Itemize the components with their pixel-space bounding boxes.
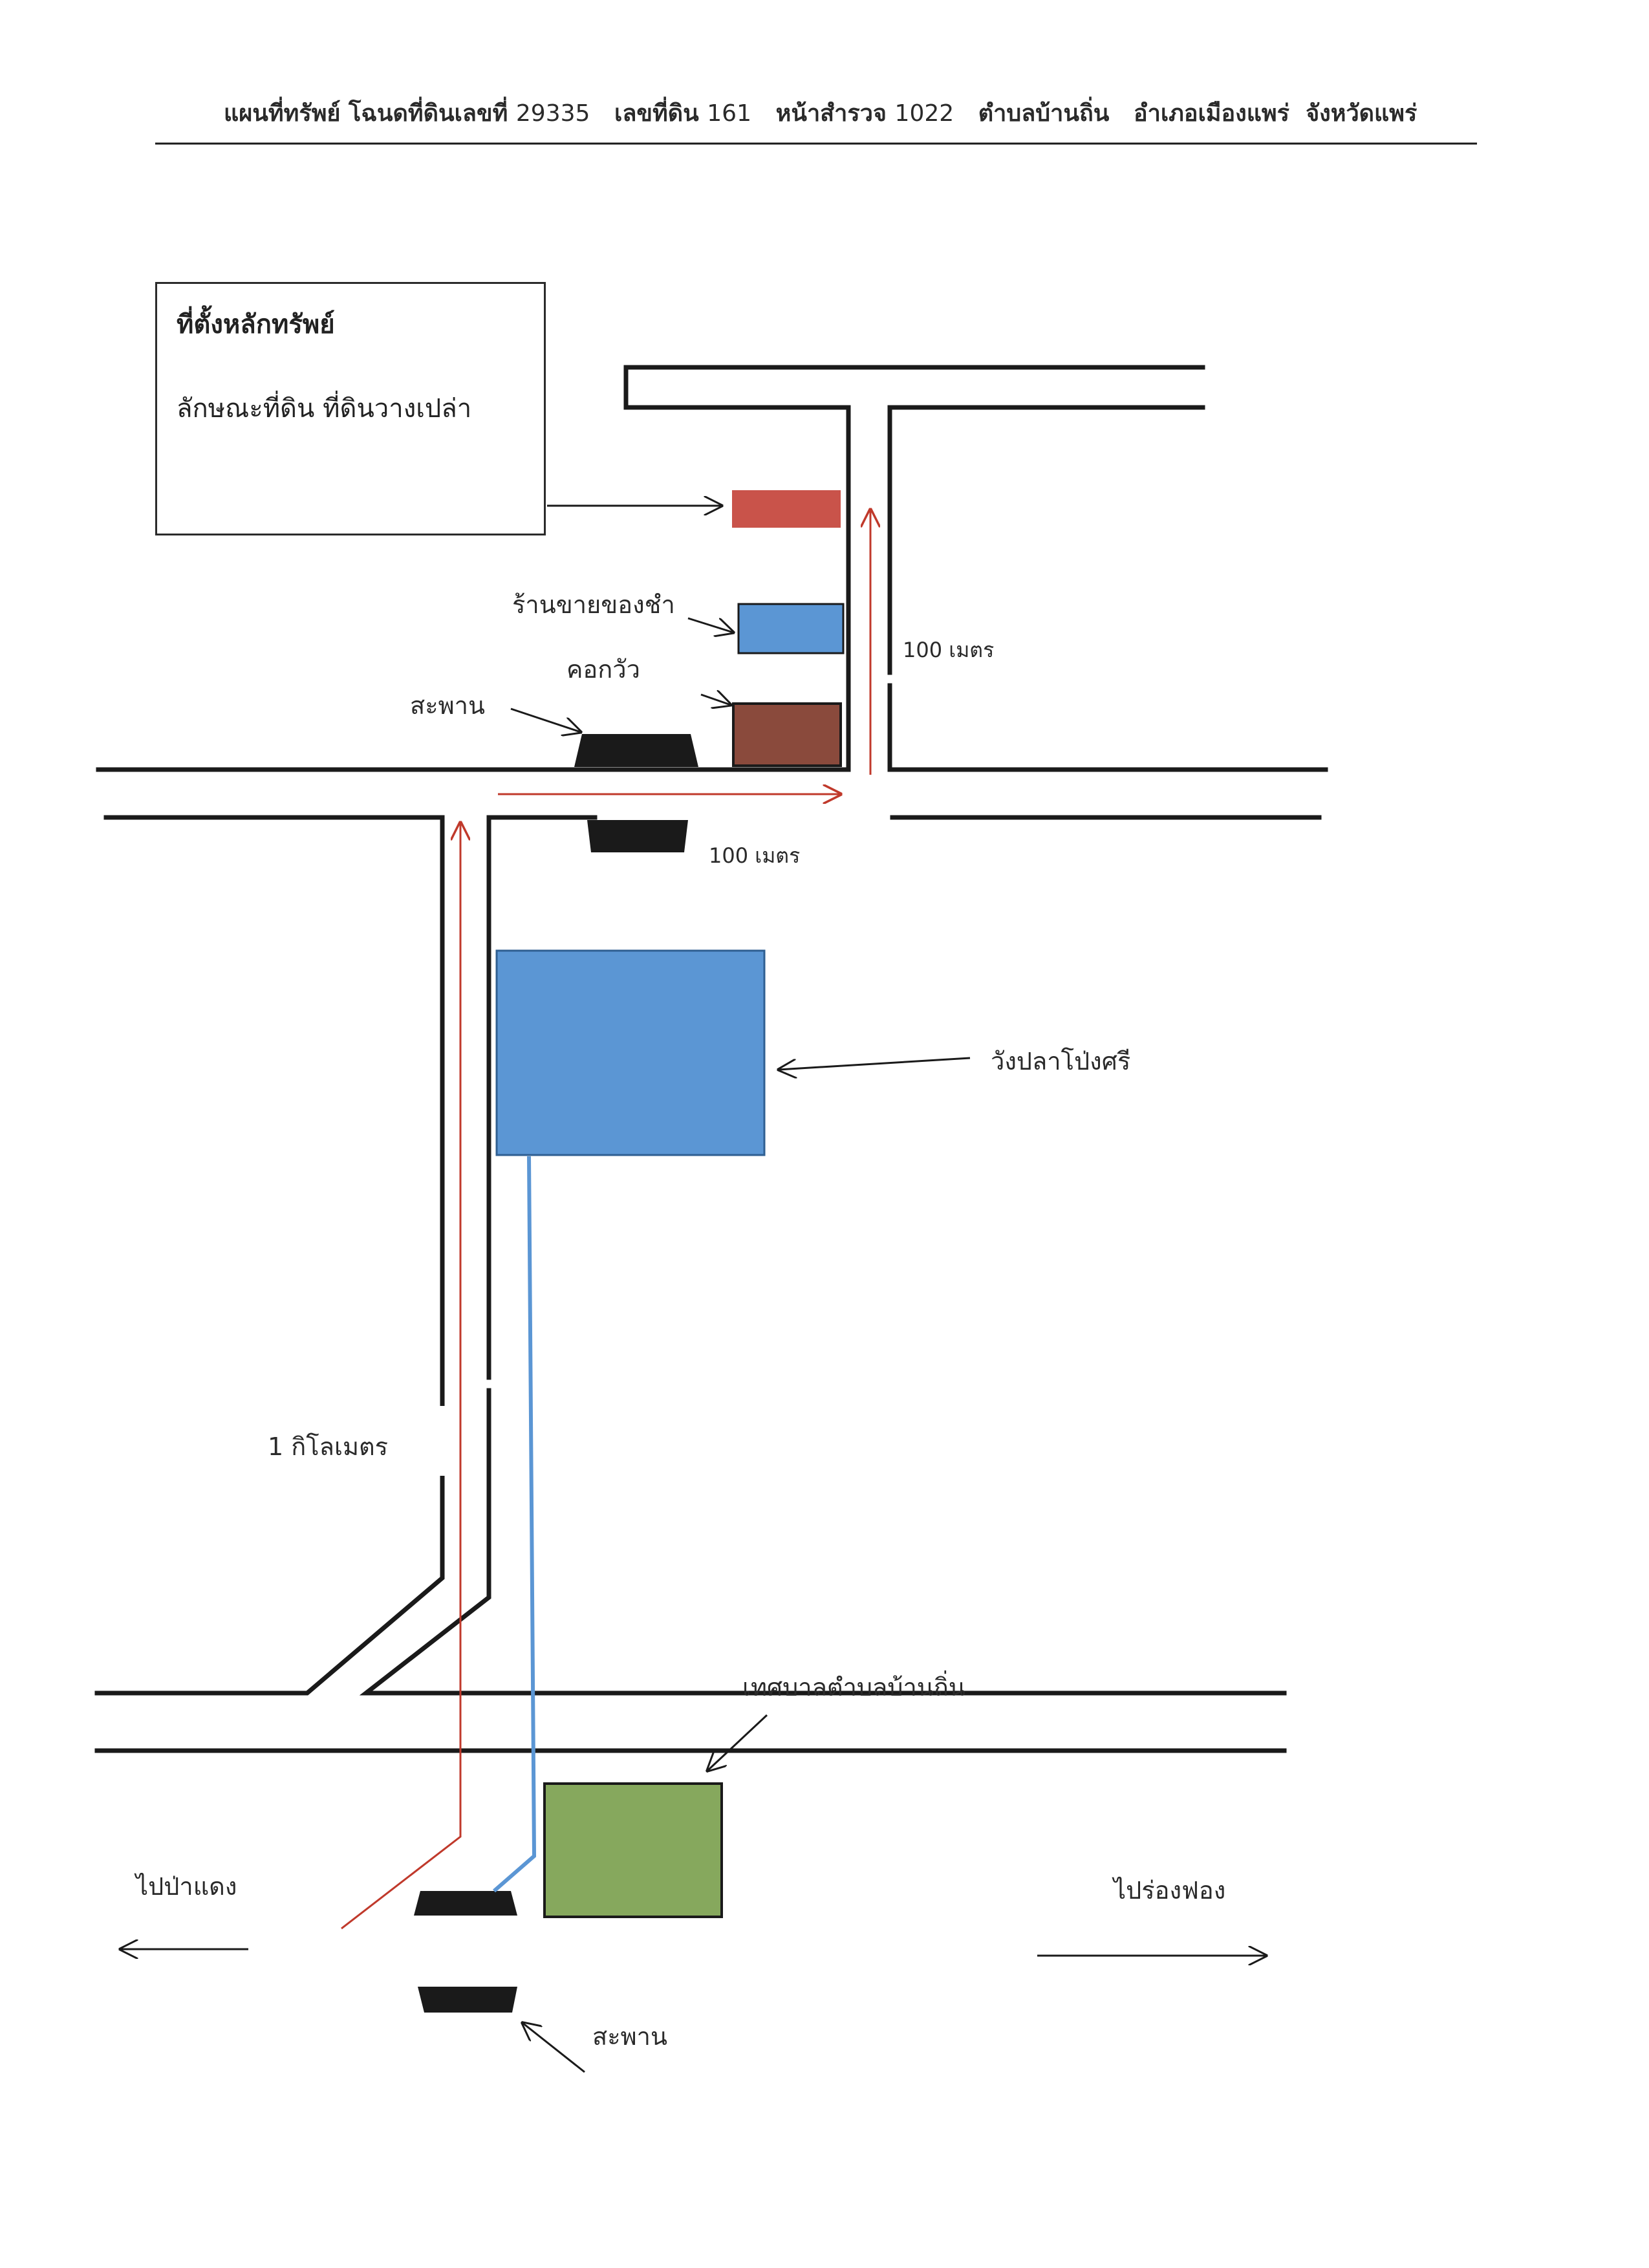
label-cowshed: คอกวัว bbox=[566, 655, 640, 684]
arrow-to-bridge-top bbox=[510, 707, 581, 732]
label-fish-pond: วังปลาโป่งศรี bbox=[991, 1047, 1131, 1075]
blue-path bbox=[493, 1156, 537, 1893]
top-road-edge bbox=[96, 365, 1205, 772]
survey-label: หน้าสำรวจ bbox=[775, 100, 887, 127]
top-road-right-edge bbox=[887, 405, 1205, 675]
route-main bbox=[341, 823, 460, 1930]
label-bridge-bottom: สะพาน bbox=[592, 2022, 667, 2051]
property-plot bbox=[732, 490, 841, 528]
province: จังหวัดแพร่ bbox=[1306, 100, 1417, 127]
label-shop: ร้านขายของชำ bbox=[512, 590, 675, 619]
grocery-shop bbox=[737, 603, 845, 654]
label-bridge-top: สะพาน bbox=[410, 691, 485, 720]
label-distance-east: 100 เมตร bbox=[709, 843, 801, 868]
fish-pond bbox=[495, 949, 766, 1156]
route bbox=[341, 510, 870, 1930]
land-number-label: เลขที่ดิน bbox=[614, 100, 699, 127]
arrow-to-shop bbox=[687, 617, 733, 632]
arrow-to-fish-pond bbox=[779, 1057, 971, 1070]
survey-number: 1022 bbox=[894, 100, 954, 127]
property-info-box: ที่ตั้งหลักทรัพย์ ลักษณะที่ดิน ที่ดินวาง… bbox=[155, 282, 546, 535]
info-land-type: ลักษณะที่ดิน ที่ดินวางเปล่า bbox=[177, 394, 472, 424]
middle-road-left-lower bbox=[94, 815, 445, 1696]
label-municipality: เทศบาลตำบลบ้านถิ่น bbox=[742, 1673, 965, 1701]
bridge-bottom-upper bbox=[414, 1891, 517, 1916]
bridge-top bbox=[574, 734, 698, 767]
arrow-to-bridge-bottom bbox=[523, 2023, 585, 2073]
subdistrict: ตำบลบ้านถิ่น bbox=[978, 100, 1110, 127]
arrow-to-cowshed bbox=[700, 695, 731, 705]
label-distance-main: 1 กิโลเมตร bbox=[268, 1432, 389, 1461]
pointer-arrows bbox=[120, 506, 1266, 2073]
label-distance-north: 100 เมตร bbox=[903, 638, 995, 662]
main-road-junction bbox=[359, 1388, 1287, 1696]
bridge-bottom-lower bbox=[418, 1987, 517, 2013]
arrow-to-municipality bbox=[707, 1714, 768, 1771]
main-road-right-edge bbox=[486, 815, 598, 1380]
cowshed bbox=[732, 702, 842, 767]
label-to-east: ไปร่องฟอง bbox=[1114, 1876, 1226, 1905]
page-title: แผนที่ทรัพย์ โฉนดที่ดินเลขที่ 29335 เลขท… bbox=[224, 94, 1417, 131]
deed-number: 29335 bbox=[515, 100, 590, 127]
label-to-west: ไปป่าแดง bbox=[136, 1872, 237, 1901]
info-heading: ที่ตั้งหลักทรัพย์ bbox=[177, 310, 335, 340]
side-road-right-lower bbox=[887, 683, 1328, 772]
roads bbox=[94, 365, 1328, 1753]
district: อำเภอเมืองแพร่ bbox=[1133, 100, 1289, 127]
municipality-office bbox=[543, 1782, 723, 1918]
land-number: 161 bbox=[707, 100, 751, 127]
bridge-middle bbox=[587, 820, 688, 852]
title-prefix: แผนที่ทรัพย์ โฉนดที่ดินเลขที่ bbox=[224, 100, 508, 127]
